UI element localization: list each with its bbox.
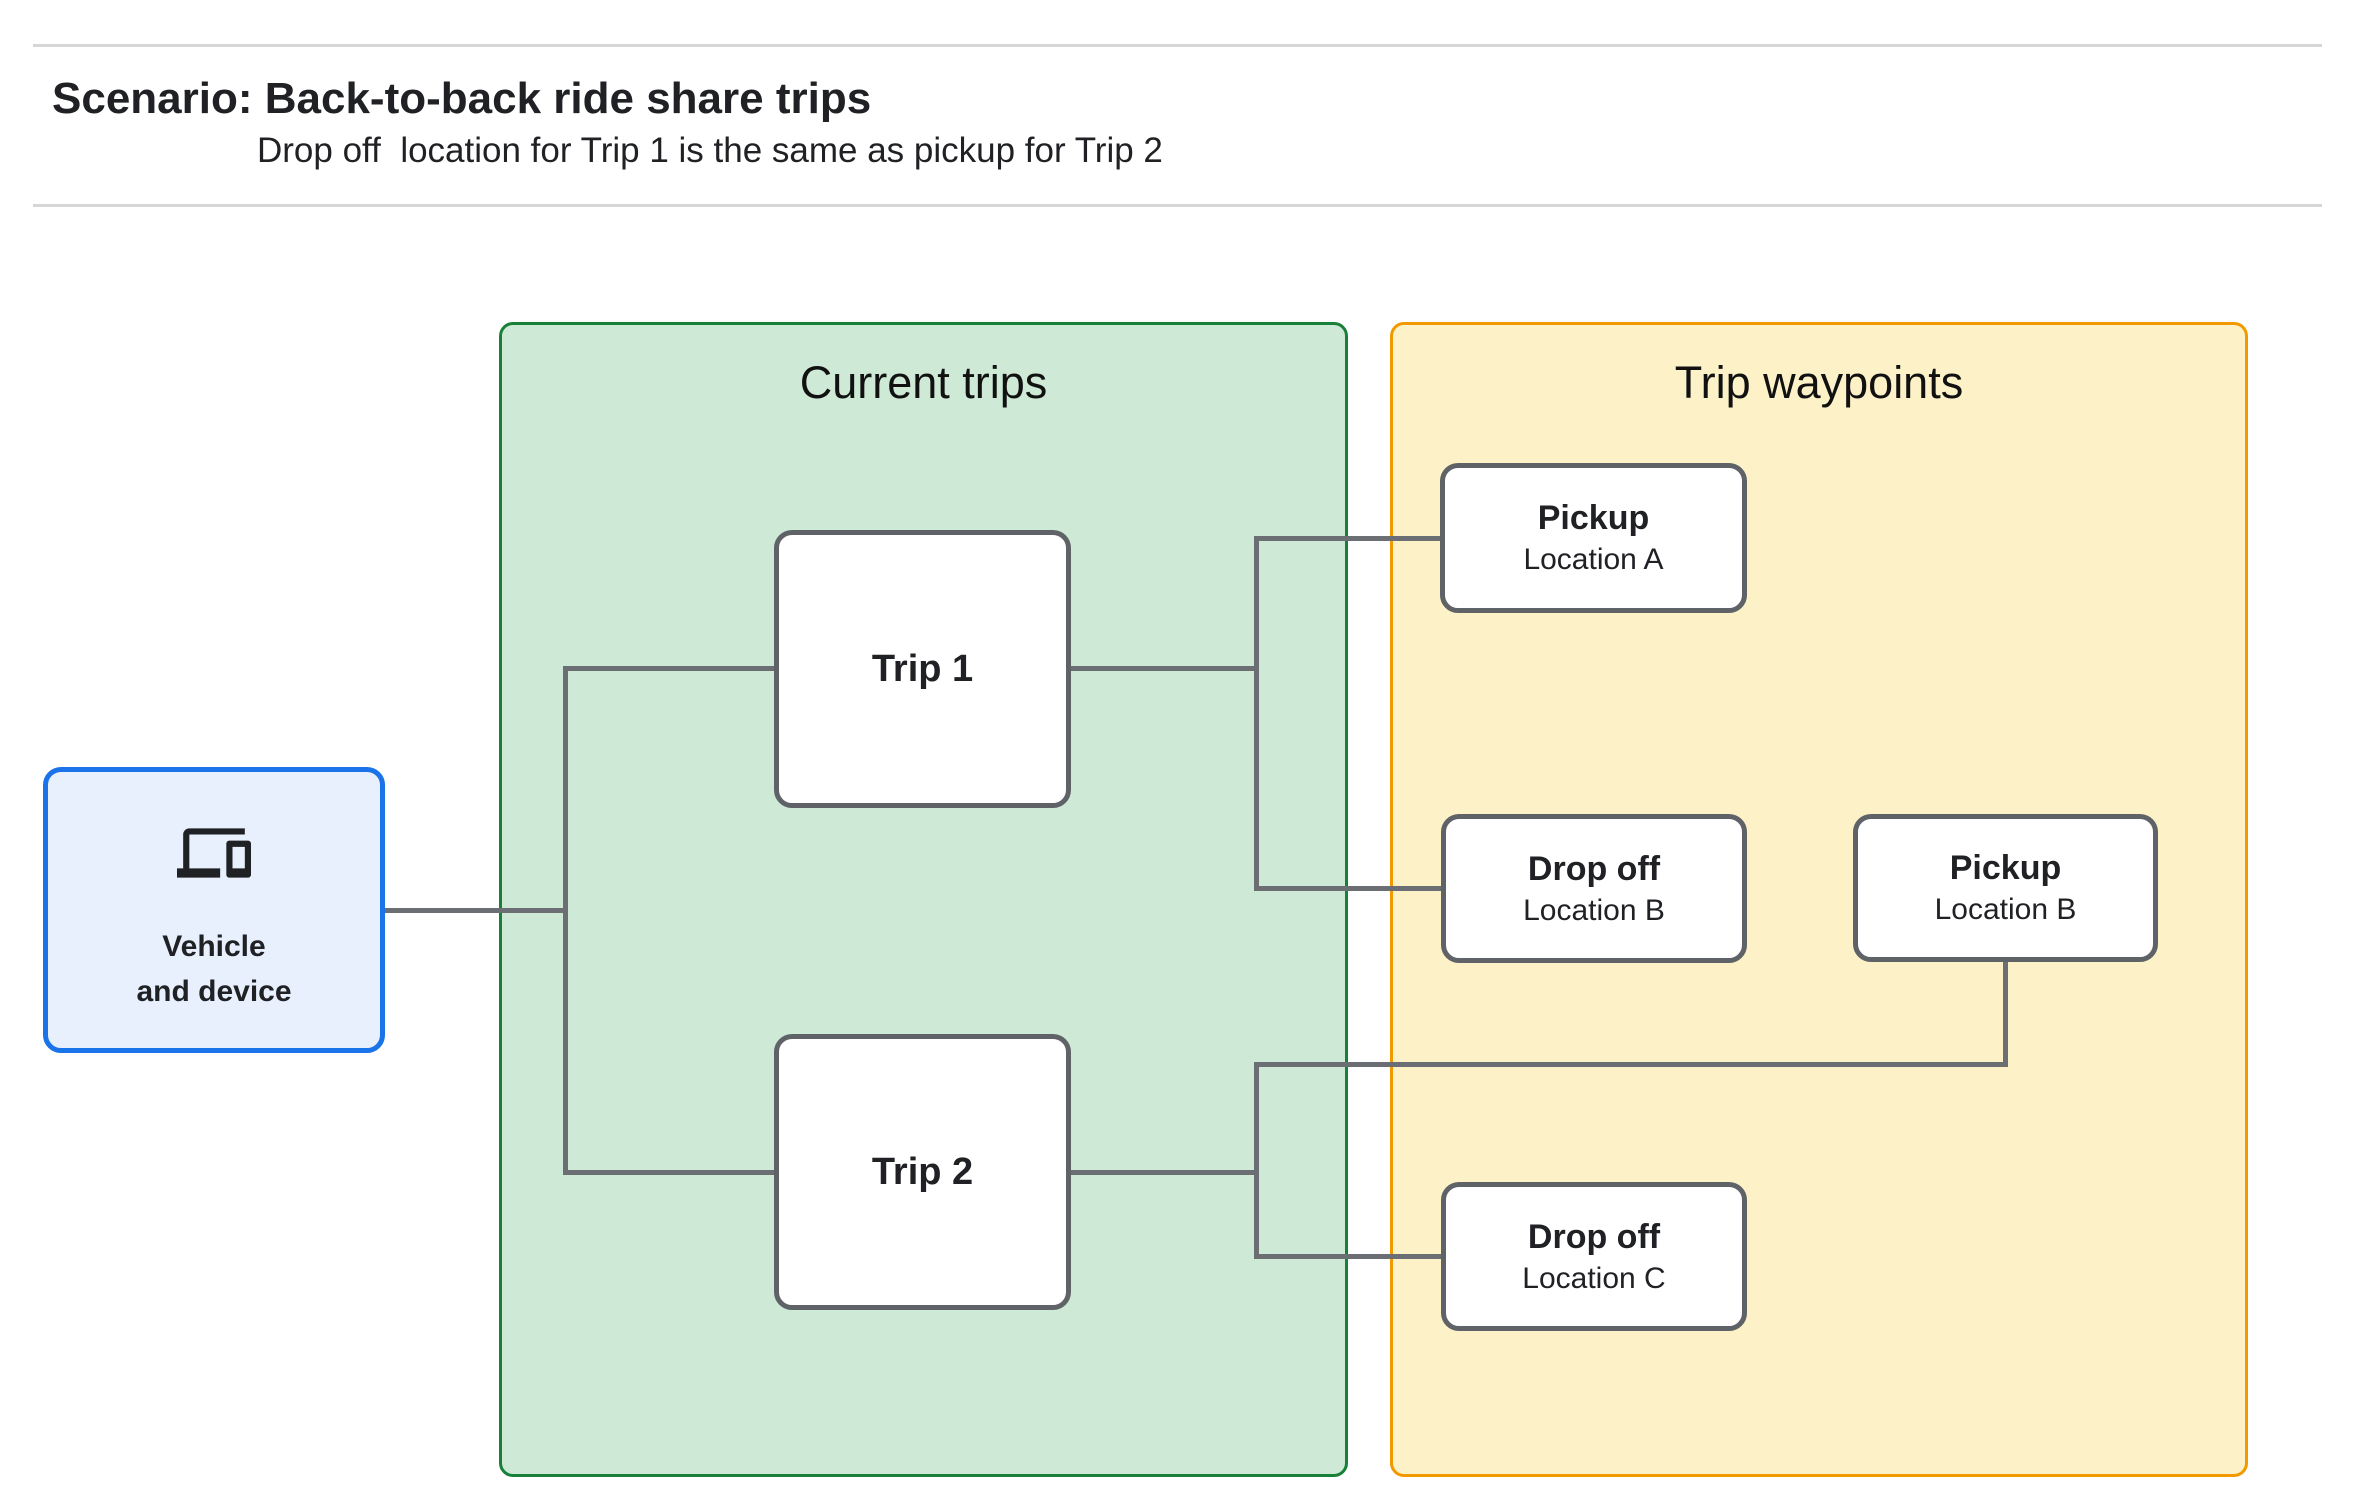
trip-waypoints-title: Trip waypoints <box>1674 357 1964 408</box>
trip-1-node: Trip 1 <box>774 530 1071 808</box>
waypoint-pickup-a-type: Pickup <box>1537 499 1650 537</box>
waypoint-dropoff-b-location: Location B <box>1523 893 1665 927</box>
connector-vehicle-to-fork <box>385 908 566 913</box>
connector-trip1-out <box>1071 666 1259 671</box>
waypoint-dropoff-b-type: Drop off <box>1527 849 1661 888</box>
connector-to-dropoff-c <box>1254 1254 1441 1259</box>
vehicle-node: Vehicle and device <box>43 767 385 1053</box>
waypoint-pickup-a-location: Location A <box>1523 543 1664 576</box>
page-subtitle: Drop off location for Trip 1 is the same… <box>257 131 1163 170</box>
header-divider <box>33 204 2322 207</box>
current-trips-title: Current trips <box>799 357 1048 408</box>
trip-2-node: Trip 2 <box>774 1034 1071 1310</box>
waypoint-dropoff-c-type: Drop off <box>1527 1217 1661 1256</box>
waypoint-dropoff-c: Drop off Location C <box>1441 1182 1747 1331</box>
connector-pickup-b-drop <box>2003 962 2008 1067</box>
connector-trip2-branch-vertical <box>1254 1062 1259 1259</box>
connector-fork-to-trip1 <box>563 666 774 671</box>
waypoint-pickup-b: Pickup Location B <box>1853 814 2158 962</box>
devices-icon <box>177 828 251 878</box>
vehicle-label: Vehicle and device <box>136 924 291 1014</box>
waypoint-dropoff-c-location: Location C <box>1522 1261 1666 1295</box>
vehicle-label-line1: Vehicle <box>162 930 266 963</box>
waypoint-pickup-b-type: Pickup <box>1949 849 2062 887</box>
waypoint-pickup-a: Pickup Location A <box>1440 463 1747 613</box>
connector-to-pickup-a <box>1254 536 1440 541</box>
top-divider <box>33 44 2322 47</box>
connector-to-dropoff-b <box>1254 886 1441 891</box>
trip-2-label: Trip 2 <box>871 1150 974 1193</box>
trip-1-label: Trip 1 <box>871 647 974 690</box>
connector-fork-vertical <box>563 666 568 1175</box>
connector-trip1-branch-vertical <box>1254 536 1259 891</box>
page-title: Scenario: Back-to-back ride share trips <box>52 74 872 123</box>
connector-fork-to-trip2 <box>563 1170 774 1175</box>
waypoint-pickup-b-location: Location B <box>1934 893 2077 926</box>
waypoint-dropoff-b: Drop off Location B <box>1441 814 1747 963</box>
connector-trip2-out <box>1071 1170 1259 1175</box>
vehicle-label-line2: and device <box>136 975 292 1008</box>
connector-to-pickup-b-horizontal <box>1254 1062 2008 1067</box>
